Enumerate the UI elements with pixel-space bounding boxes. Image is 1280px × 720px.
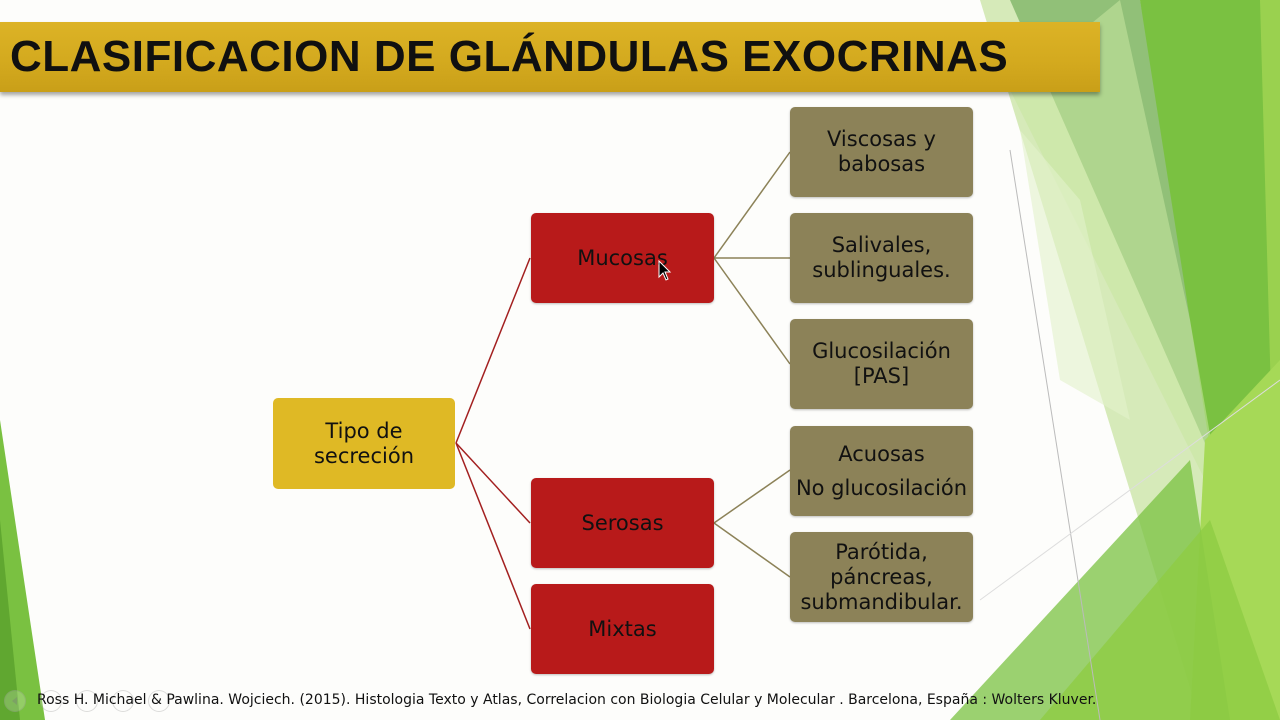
leaf-node-salivales: Salivales, sublinguales. <box>790 213 973 303</box>
connector-root-mucosas <box>455 257 531 444</box>
leaf-node-viscosas: Viscosas y babosas <box>790 107 973 197</box>
category-label-serosas: Serosas <box>581 510 664 535</box>
leaf-label-acuosas: Acuosas No glucosilación <box>795 442 968 500</box>
leaf-node-acuosas: Acuosas No glucosilación <box>790 426 973 516</box>
slide-title: CLASIFICACION DE GLÁNDULAS EXOCRINAS <box>10 32 1009 81</box>
connector-serosas-acuosas <box>713 469 791 524</box>
leaf-node-glucosilacion: Glucosilación [PAS] <box>790 319 973 409</box>
pen-tool-icon[interactable] <box>76 690 98 712</box>
citation-text: Ross H. Michael & Pawlina. Wojciech. (20… <box>37 692 1097 708</box>
leaf-label-glucosilacion: Glucosilación [PAS] <box>812 339 951 388</box>
zoom-icon[interactable] <box>148 690 170 712</box>
leaf-label-viscosas: Viscosas y babosas <box>827 127 936 176</box>
slides-grid-icon[interactable] <box>112 690 134 712</box>
category-node-mixtas: Mixtas <box>531 584 714 674</box>
next-slide-icon[interactable] <box>40 690 62 712</box>
title-banner: CLASIFICACION DE GLÁNDULAS EXOCRINAS <box>0 22 1100 92</box>
category-label-mixtas: Mixtas <box>588 616 657 641</box>
mouse-cursor-icon <box>658 260 672 281</box>
connector-serosas-parotida <box>713 522 791 578</box>
root-node-label: Tipo de secreción <box>313 418 415 468</box>
connector-root-mixtas <box>455 442 531 630</box>
connector-mucosas-glucosilacion <box>713 257 791 365</box>
category-label-mucosas: Mucosas <box>577 245 668 270</box>
root-node-tipo-secrecion: Tipo de secreción <box>273 398 455 489</box>
category-node-serosas: Serosas <box>531 478 714 568</box>
leaf-label-parotida: Parótida, páncreas, submandibular. <box>800 539 963 614</box>
connector-root-serosas <box>455 442 531 524</box>
slideshow-nav-controls[interactable] <box>4 690 204 716</box>
connector-mucosas-viscosas <box>713 151 791 259</box>
category-node-mucosas: Mucosas <box>531 213 714 303</box>
leaf-node-parotida: Parótida, páncreas, submandibular. <box>790 532 973 622</box>
previous-slide-icon[interactable] <box>4 690 26 712</box>
leaf-label-salivales: Salivales, sublinguales. <box>812 233 951 282</box>
